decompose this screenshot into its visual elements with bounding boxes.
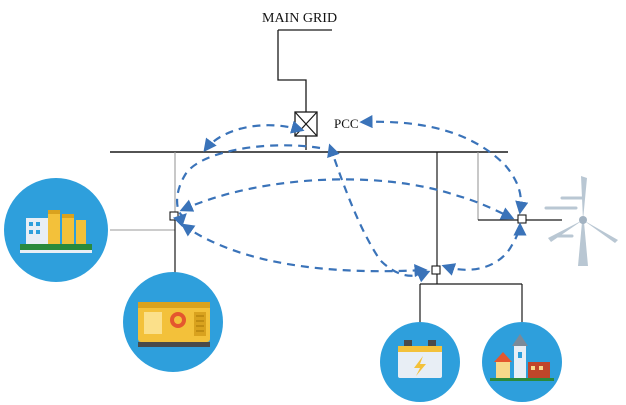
left-feeder [110, 152, 179, 278]
flow-arrow-left-middle [180, 223, 428, 278]
grid-connection [277, 29, 332, 150]
houses-icon [482, 322, 562, 402]
generator-icon [123, 272, 223, 372]
flow-arrow-middle-wind [441, 222, 527, 276]
wind-turbine-icon [544, 176, 618, 266]
power-flow-arrows [172, 115, 529, 283]
flow-arrow-pcc-left [203, 120, 305, 153]
middle-feeder [419, 152, 523, 322]
battery-icon [380, 322, 460, 402]
factory-icon [4, 178, 108, 282]
flow-arrow-pcc-down [327, 143, 431, 283]
pcc-label: PCC [334, 116, 359, 131]
flow-arrow-pcc-right [359, 115, 529, 215]
pcc-breaker-icon [294, 111, 318, 137]
wind-feeder [477, 152, 562, 224]
flow-arrow-left-wind [179, 178, 515, 220]
flow-arrow-left-loop [172, 144, 321, 228]
main-grid-label: MAIN GRID [262, 11, 337, 26]
